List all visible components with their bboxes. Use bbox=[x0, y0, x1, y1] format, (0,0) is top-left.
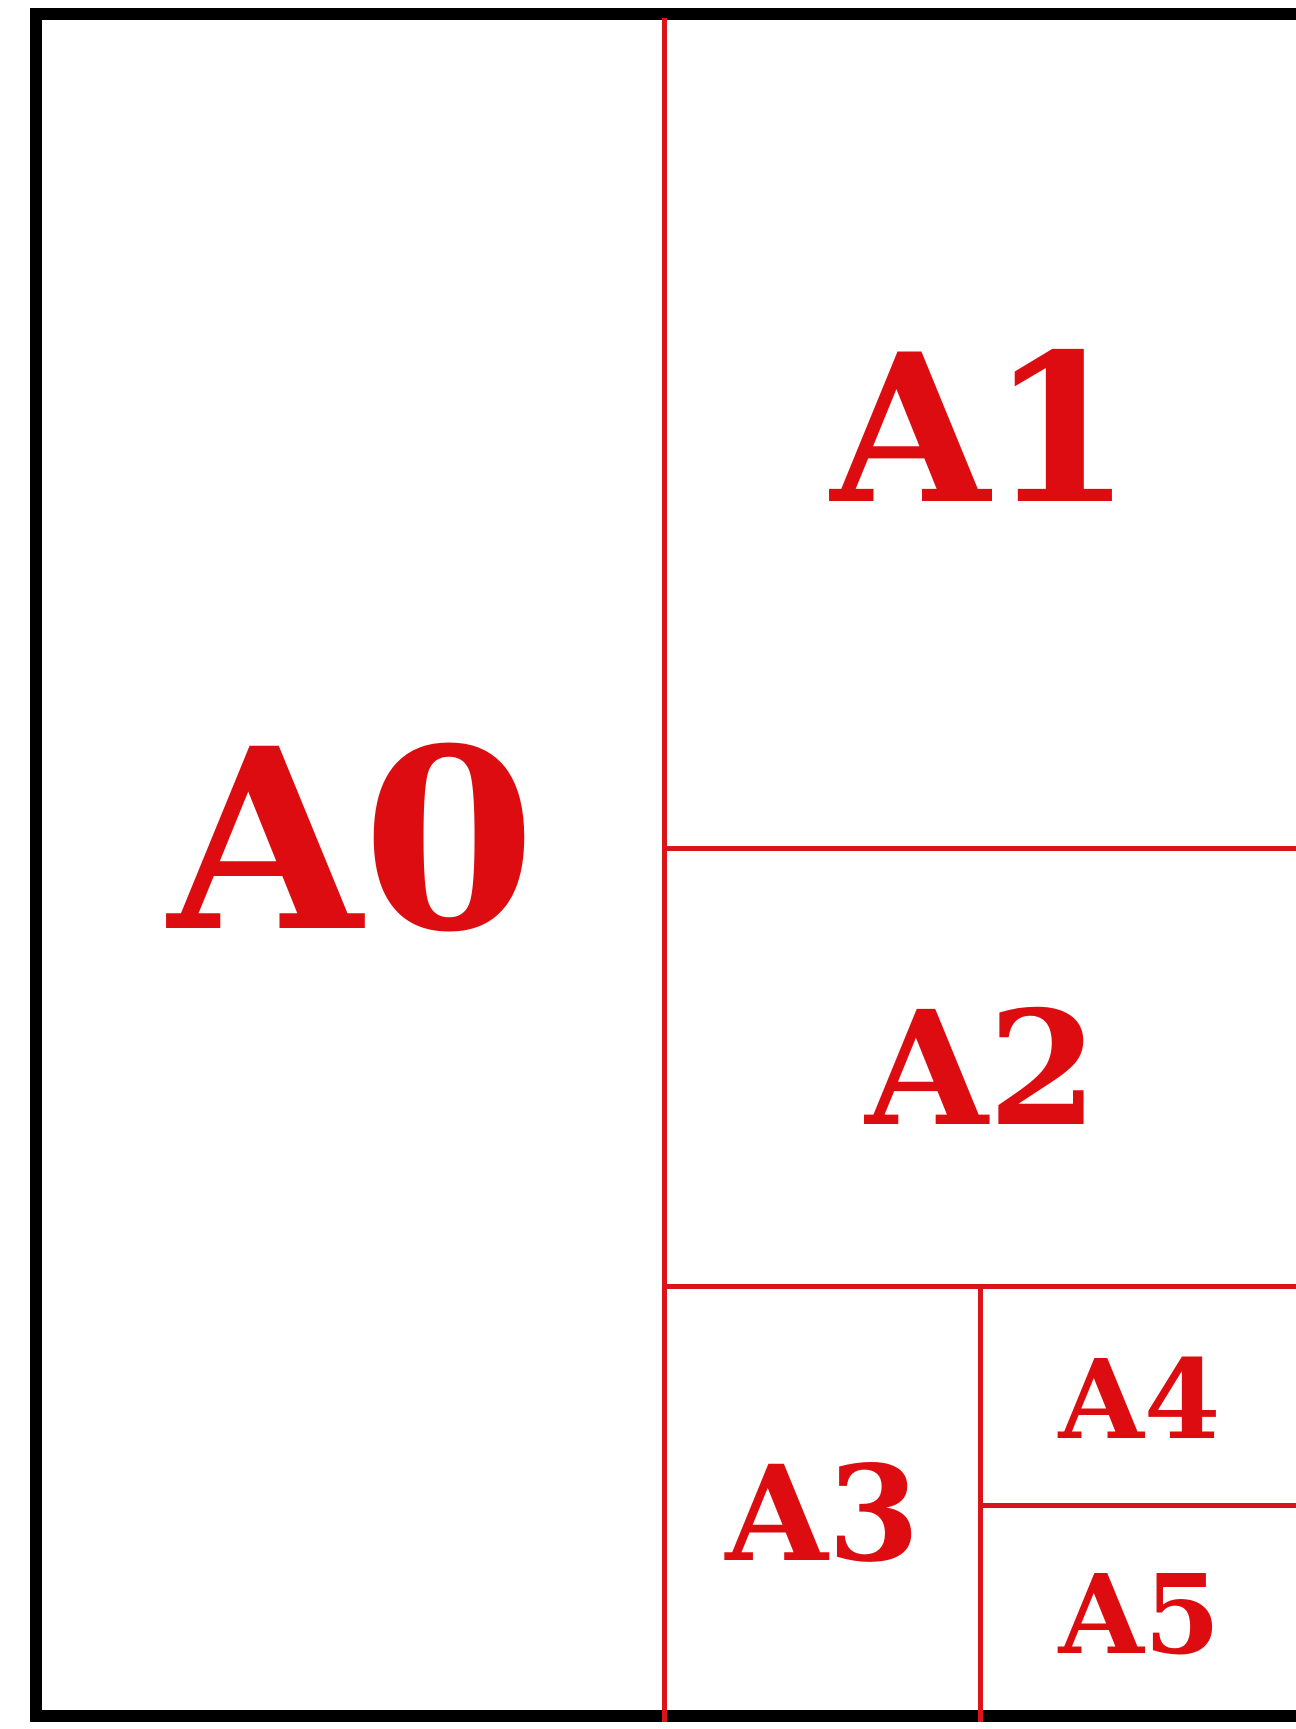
divider-a0-a1 bbox=[662, 18, 667, 1722]
divider-a1-a2 bbox=[664, 846, 1296, 851]
divider-a4-a5 bbox=[980, 1503, 1296, 1508]
label-a4: A4 bbox=[1058, 1335, 1221, 1464]
label-a2: A2 bbox=[865, 977, 1098, 1162]
label-a5: A5 bbox=[1058, 1550, 1221, 1679]
label-a1: A1 bbox=[830, 309, 1133, 550]
label-a0: A0 bbox=[168, 693, 536, 987]
label-a3: A3 bbox=[725, 1437, 920, 1592]
